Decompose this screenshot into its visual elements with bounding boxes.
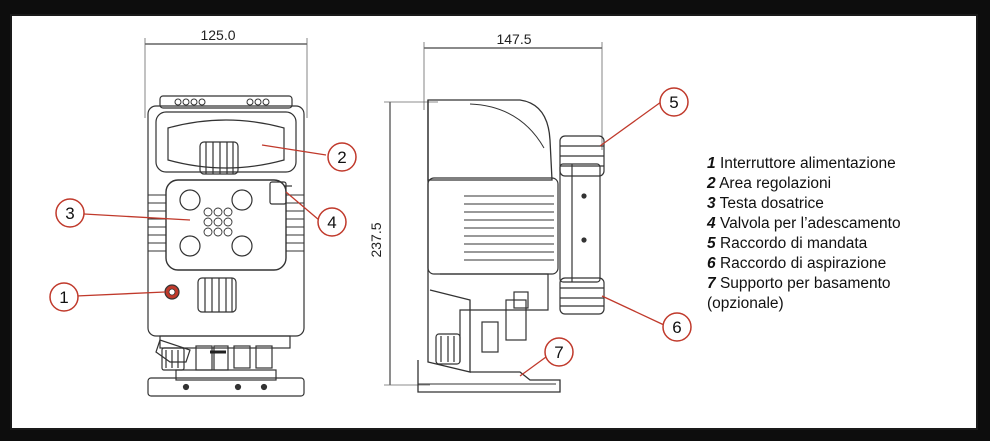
callout-label: 3	[65, 204, 74, 223]
legend-text: Supporto per basamento	[719, 275, 891, 292]
legend-number: 3	[707, 195, 716, 212]
legend-number: 2	[707, 175, 716, 192]
legend-text: Valvola per l’adescamento	[719, 215, 901, 232]
legend-number: 4	[707, 215, 716, 232]
callout-5: 5	[659, 87, 689, 117]
legend-number: 7	[707, 275, 716, 292]
callout-label: 2	[337, 148, 346, 167]
callout-6: 6	[662, 312, 692, 342]
legend-item: 1 Interruttore alimentazione	[707, 154, 901, 174]
legend-item: 6 Raccordo di aspirazione	[707, 254, 901, 274]
legend-item: 3 Testa dosatrice	[707, 194, 901, 214]
callout-leaders	[75, 101, 665, 377]
legend-text: Raccordo di mandata	[719, 235, 868, 252]
callout-label: 1	[59, 288, 68, 307]
dimension-side-width: 147.5	[496, 31, 531, 47]
dimension-height: 237.5	[368, 222, 384, 257]
legend-text: Raccordo di aspirazione	[719, 255, 887, 272]
legend-item: 2 Area regolazioni	[707, 174, 901, 194]
legend-text: Area regolazioni	[719, 175, 832, 192]
callout-4: 4	[317, 207, 347, 237]
legend-item: 7 Supporto per basamento	[707, 274, 901, 294]
callout-label: 6	[672, 318, 681, 337]
callout-1: 1	[49, 282, 79, 312]
side-view	[384, 42, 605, 393]
callout-2: 2	[327, 142, 357, 172]
legend-text: Testa dosatrice	[719, 195, 824, 212]
legend-item: 4 Valvola per l’adescamento	[707, 214, 901, 234]
legend: 1 Interruttore alimentazione 2 Area rego…	[707, 154, 901, 314]
dimension-front-width: 125.0	[200, 27, 235, 43]
callout-label: 5	[669, 93, 678, 112]
callout-7: 7	[544, 337, 574, 367]
legend-item: 5 Raccordo di mandata	[707, 234, 901, 254]
legend-number: 1	[707, 155, 716, 172]
callout-label: 7	[554, 343, 563, 362]
legend-text: Interruttore alimentazione	[719, 155, 896, 172]
callout-3: 3	[55, 198, 85, 228]
legend-number: 5	[707, 235, 716, 252]
legend-item-extra: (opzionale)	[707, 295, 784, 312]
front-view	[144, 38, 308, 397]
diagram-panel	[10, 14, 978, 430]
legend-number: 6	[707, 255, 716, 272]
callout-label: 4	[327, 213, 336, 232]
callout-circles: 1 2 3 4 5 6 7	[49, 87, 692, 367]
